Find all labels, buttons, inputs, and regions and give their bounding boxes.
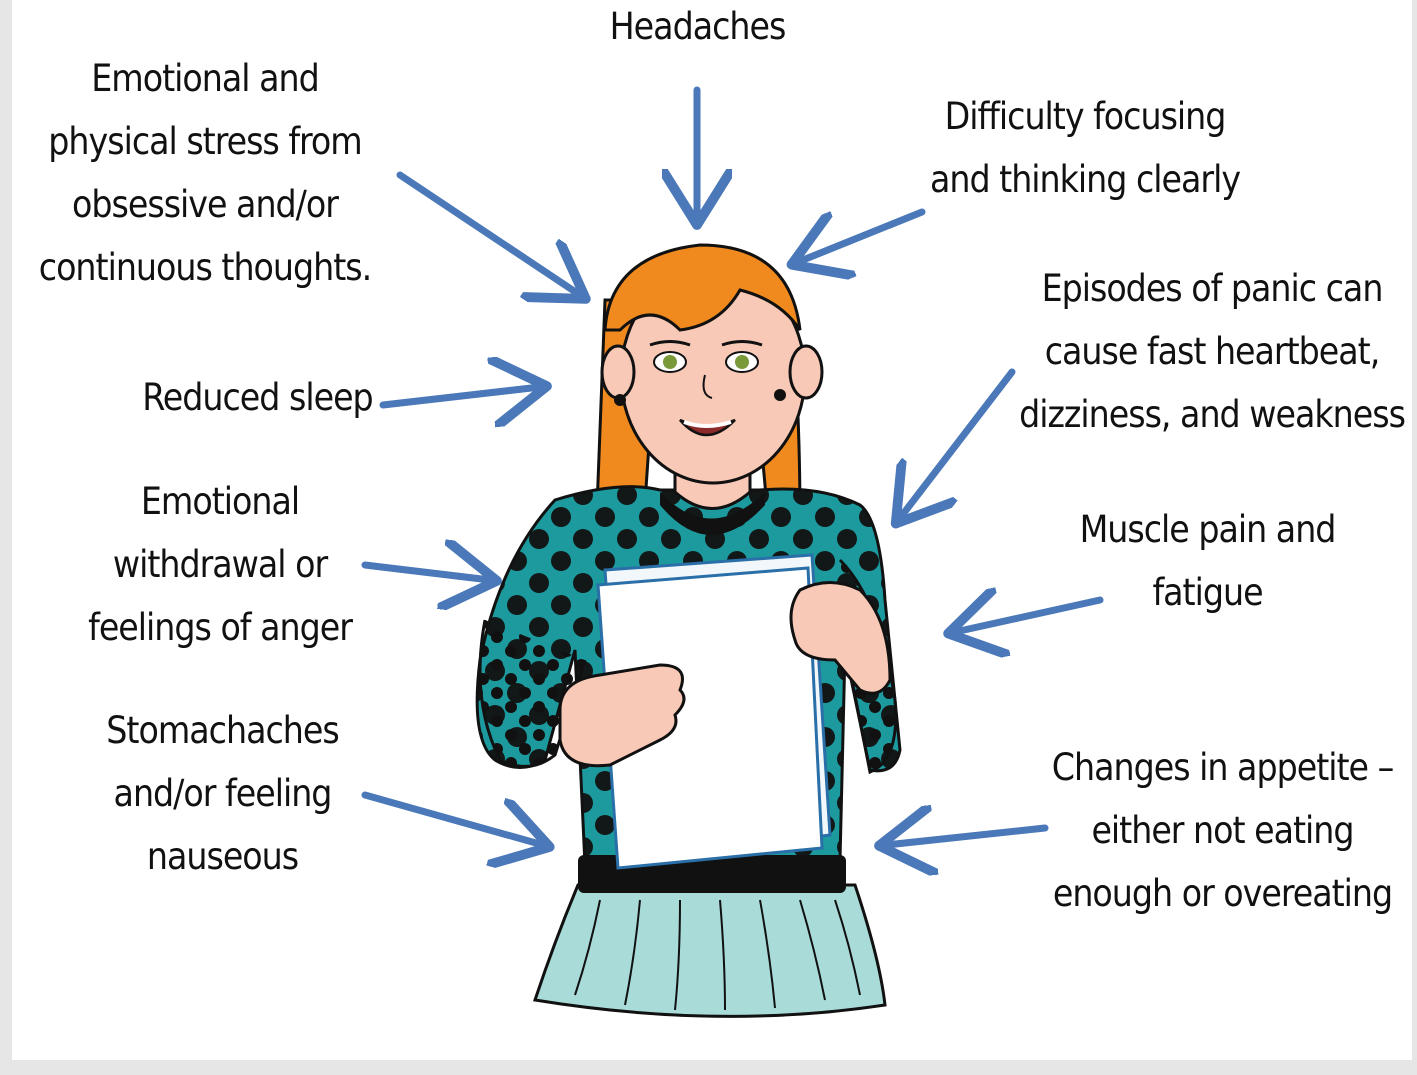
girl-figure xyxy=(477,245,900,1016)
label-emotional-stress: Emotional and physical stress from obses… xyxy=(20,47,390,299)
arrow-emotional-stress xyxy=(400,175,580,295)
arrow-difficulty-focusing xyxy=(798,212,922,262)
arrow-panic-episodes xyxy=(900,372,1012,518)
label-muscle-pain: Muscle pain and fatigue xyxy=(1060,498,1355,624)
label-withdrawal-anger: Emotional withdrawal or feelings of ange… xyxy=(70,470,370,659)
arrow-appetite-changes xyxy=(886,828,1045,845)
arrow-reduced-sleep xyxy=(383,387,540,405)
label-reduced-sleep: Reduced sleep xyxy=(135,366,380,429)
label-appetite-changes: Changes in appetite – either not eating … xyxy=(1030,736,1415,925)
label-headaches: Headaches xyxy=(560,0,835,58)
arrow-stomachaches xyxy=(365,795,543,845)
arrow-withdrawal-anger xyxy=(365,565,490,580)
label-panic-episodes: Episodes of panic can cause fast heartbe… xyxy=(1012,257,1412,446)
label-difficulty-focusing: Difficulty focusing and thinking clearly xyxy=(910,85,1260,211)
label-stomachaches: Stomachaches and/or feeling nauseous xyxy=(90,699,355,888)
